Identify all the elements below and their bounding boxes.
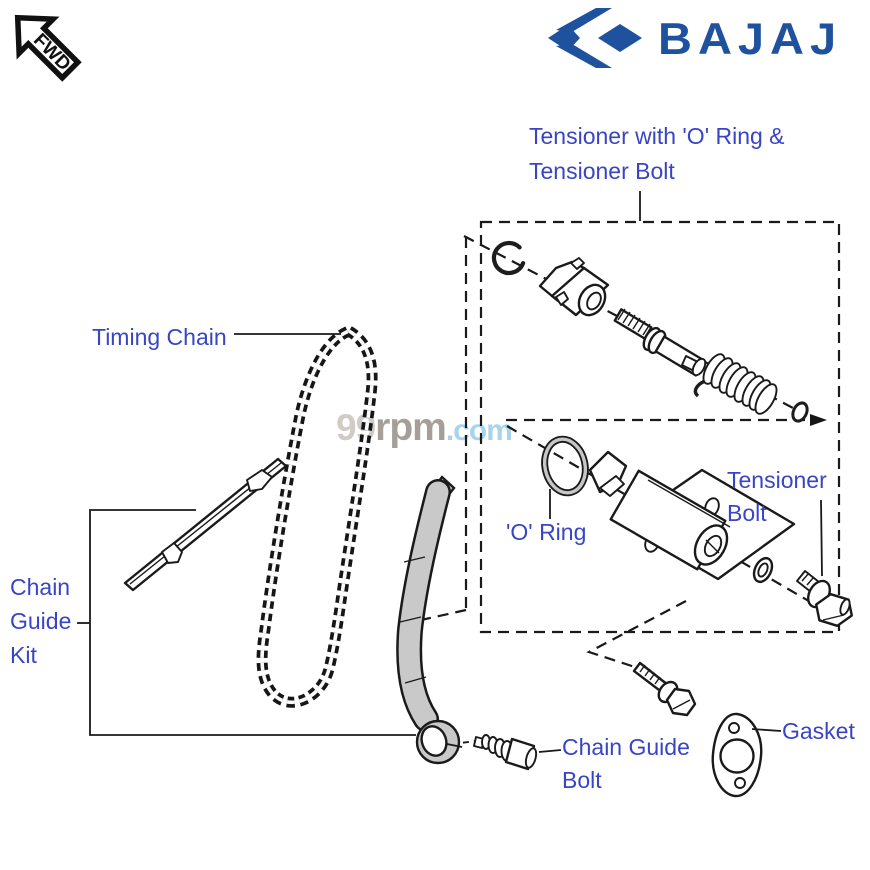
leader-lines [77,191,823,753]
label-chain-guide-bolt: Chain Guide Bolt [562,734,690,793]
gasket-drawing [711,712,763,798]
spring-drawing [693,353,778,415]
label-chain-guide-kit: Chain Guide Kit [10,574,72,668]
washer-ring-drawing [752,556,774,584]
tensioner-lower-body-drawing [588,450,796,581]
brand-name: BAJAJ [658,12,843,64]
label-o-ring: 'O' Ring [506,519,587,545]
o-ring-drawing [541,435,589,497]
brand-logo: BAJAJ [546,6,842,70]
label-timing-chain: Timing Chain [92,324,227,350]
label-tensioner-assembly: Tensioner with 'O' Ring & Tensioner Bolt [529,123,785,184]
label-gasket: Gasket [782,718,855,744]
snap-ring-drawing [491,240,526,276]
small-ring-drawing [791,401,809,423]
timing-chain-drawing [256,324,378,708]
mounting-bolt-drawing [632,661,697,717]
tensioner-bolt-drawing [796,570,853,627]
plunger-drawing [613,308,707,377]
chain-guide-bolt-drawing [473,734,538,771]
label-tensioner-bolt: Tensioner Bolt [727,467,827,526]
bajaj-emblem-icon [548,8,642,68]
tensioner-body-top-drawing [538,257,610,317]
tensioner-assembly-box [479,220,841,634]
chain-guide-curved-drawing [396,475,463,765]
chain-guide-straight-drawing [123,457,288,592]
fwd-direction-icon: FWD [14,14,82,82]
